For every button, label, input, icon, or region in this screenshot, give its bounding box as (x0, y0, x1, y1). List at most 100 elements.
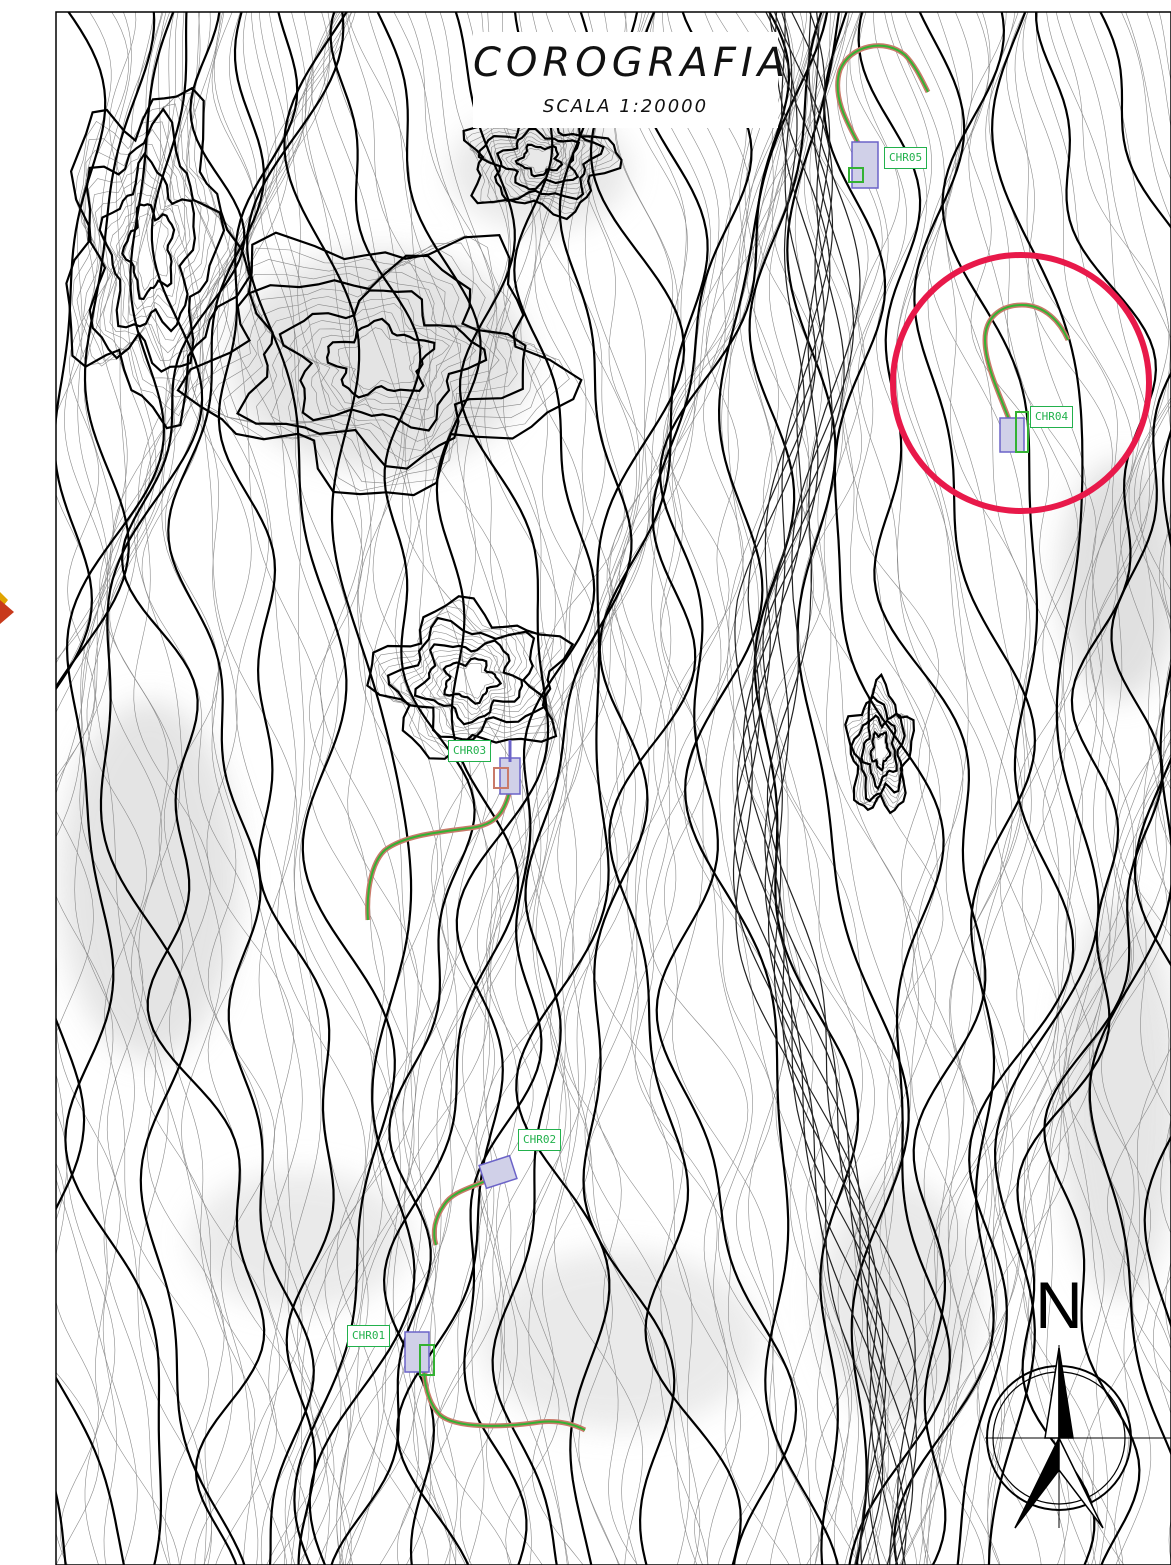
contour-line (671, 12, 795, 1565)
contour-line (964, 12, 1079, 1565)
contour-line (79, 12, 212, 1565)
contour-line (56, 12, 107, 1565)
contour-loop (278, 289, 488, 432)
contour-loop (223, 245, 541, 479)
contour-line (367, 12, 501, 1565)
contour-line (836, 12, 959, 1565)
contour-line (564, 12, 687, 1565)
contour-line (1101, 527, 1171, 1562)
contour-line (1046, 12, 1171, 1565)
contour-line (120, 12, 266, 1565)
contour-line (558, 12, 674, 1565)
valley-line (766, 12, 916, 1565)
contour-line (56, 12, 163, 1565)
contour-line (809, 12, 936, 1565)
contour-line (719, 12, 824, 1565)
contour-line (1133, 755, 1171, 1329)
contour-line (588, 12, 750, 1565)
contour-loop (325, 317, 436, 399)
contour-line (674, 12, 820, 1565)
contour-line (754, 12, 876, 1565)
contour-loop (289, 296, 477, 421)
contour-line (1028, 12, 1156, 1565)
map-scale: SCALA 1:20000 (542, 96, 709, 117)
route-chr01[interactable] (404, 1331, 587, 1433)
contour-line (987, 12, 1113, 1565)
contour-line (976, 12, 1118, 1565)
contour-line (771, 12, 898, 1565)
contour-loop (860, 714, 898, 791)
contour-loop (869, 730, 892, 772)
contour-line (56, 12, 137, 1565)
site-label-chr03[interactable]: CHR03 (448, 740, 492, 762)
contour-loop (514, 143, 564, 178)
contour-line (803, 12, 915, 1565)
contour-line (786, 12, 910, 1565)
contour-loop (205, 242, 557, 484)
contour-loop (235, 254, 527, 470)
contour-loop (268, 279, 500, 442)
contour-line (857, 12, 987, 1565)
contour-line (873, 12, 993, 1565)
contour-line (107, 12, 225, 1565)
contour-line (347, 12, 506, 1565)
contour-loop (71, 92, 244, 417)
contour-line (186, 12, 310, 1565)
contour-loop (85, 107, 226, 373)
contour-line (476, 12, 606, 1565)
contour-line (531, 12, 663, 1565)
site-label-chr02[interactable]: CHR02 (518, 1129, 562, 1151)
contour-line (459, 12, 584, 1565)
site-label-chr05[interactable]: CHR05 (884, 147, 928, 169)
contour-line (396, 12, 550, 1565)
route-chr02[interactable] (431, 1154, 518, 1246)
compass-rose-icon (985, 1345, 1171, 1529)
contour-line (264, 12, 416, 1565)
contour-line (74, 12, 170, 1565)
contour-line (486, 12, 614, 1565)
contour-loop (378, 605, 554, 751)
valley-line (764, 12, 918, 1565)
contour-line (630, 12, 747, 1565)
contour-line (594, 12, 731, 1565)
valley-line (751, 12, 907, 1565)
contour-line (246, 12, 396, 1565)
contour-loop (366, 595, 575, 760)
valley-river-lines (732, 12, 918, 1565)
contour-line (920, 12, 1032, 1565)
valley-line (734, 12, 884, 1565)
route-chr04[interactable] (982, 302, 1071, 453)
contour-loop (429, 648, 512, 715)
contour-line (666, 12, 808, 1565)
contour-line (757, 12, 904, 1565)
contour-loop (373, 599, 562, 757)
contour-loop (94, 143, 202, 341)
contour-line (376, 12, 520, 1565)
route-chr05[interactable] (835, 43, 931, 189)
contour-line (463, 12, 596, 1565)
contour-line (1134, 764, 1171, 1415)
contour-line (941, 12, 1075, 1565)
contour-line (1043, 12, 1171, 1565)
contour-line (823, 12, 951, 1565)
contour-line (524, 12, 650, 1565)
contour-loop (413, 639, 524, 726)
contour-line (758, 12, 874, 1565)
contour-line (876, 12, 1010, 1565)
contour-line (236, 12, 369, 1565)
contour-line (1116, 728, 1171, 1395)
contour-line (987, 12, 1087, 1565)
site-label-chr04[interactable]: CHR04 (1030, 406, 1074, 428)
valley-line (764, 12, 918, 1565)
contour-line (1142, 740, 1171, 1342)
contour-line (1016, 12, 1158, 1565)
contour-loop (302, 303, 462, 412)
route-chr03[interactable] (365, 740, 521, 921)
contour-loop (121, 203, 176, 301)
contour-line (920, 12, 1063, 1565)
contour-line (849, 12, 975, 1565)
site-label-chr01[interactable]: CHR01 (347, 1325, 391, 1347)
